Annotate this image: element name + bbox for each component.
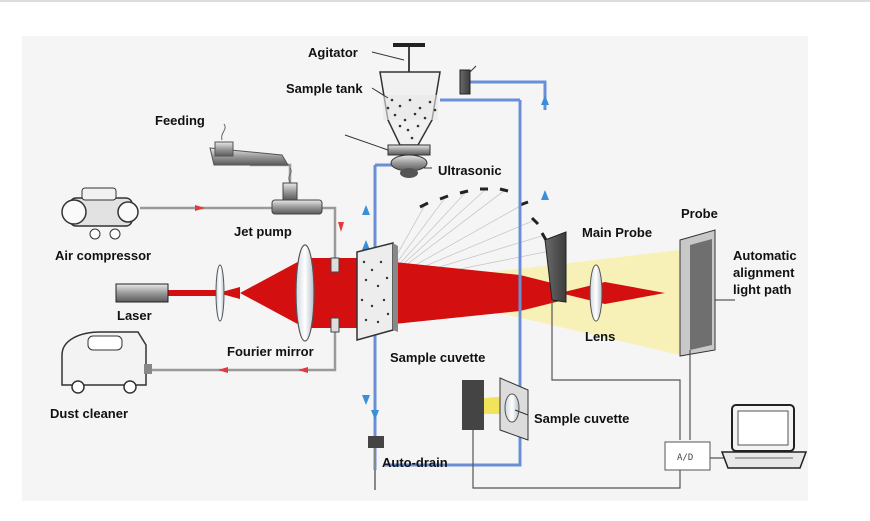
ad-converter-box <box>664 441 711 471</box>
collimator-lens <box>215 264 225 322</box>
label-sample-cuvette-main: Sample cuvette <box>390 350 485 365</box>
laser-device <box>115 283 169 303</box>
dust-cleaner <box>61 331 152 394</box>
label-ultrasonic: Ultrasonic <box>438 163 502 178</box>
probe-plate <box>679 229 735 357</box>
air-valve-bottom <box>330 317 340 333</box>
side-detector-array <box>419 187 548 241</box>
air-compressor <box>61 187 139 240</box>
main-sample-cuvette <box>356 242 398 341</box>
label-dust-cleaner: Dust cleaner <box>50 406 128 421</box>
label-probe: Probe <box>681 206 718 221</box>
label-lens: Lens <box>585 329 615 344</box>
label-main-probe: Main Probe <box>582 225 652 240</box>
air-arrows <box>195 205 344 373</box>
label-auto-align-line2: alignment <box>733 265 795 280</box>
label-sample-cuvette-small: Sample cuvette <box>534 411 629 426</box>
air-valve-top <box>330 257 340 273</box>
leader-lines <box>344 51 529 416</box>
label-sample-tank: Sample tank <box>286 81 363 96</box>
auto-drain-valve <box>368 436 384 448</box>
label-agitator: Agitator <box>308 45 358 60</box>
label-auto-drain: Auto-drain <box>382 455 448 470</box>
ad-converter-label: A/D <box>677 453 693 463</box>
feeding-device <box>209 123 289 166</box>
small-cuvette-assembly <box>462 377 529 441</box>
label-fourier-mirror: Fourier mirror <box>227 344 314 359</box>
fourier-mirror-lens <box>295 244 315 342</box>
label-auto-align-line1: Automatic <box>733 248 797 263</box>
label-jet-pump: Jet pump <box>234 224 292 239</box>
label-laser: Laser <box>117 308 152 323</box>
label-air-compressor: Air compressor <box>55 248 151 263</box>
focusing-lens <box>589 264 603 322</box>
jet-pump <box>271 167 323 215</box>
main-probe-detector <box>544 231 567 303</box>
laptop-icon <box>720 404 808 469</box>
label-auto-align-line3: light path <box>733 282 792 297</box>
label-feeding: Feeding <box>155 113 205 128</box>
flow-arrows <box>362 95 549 420</box>
flow-valve <box>459 65 477 95</box>
